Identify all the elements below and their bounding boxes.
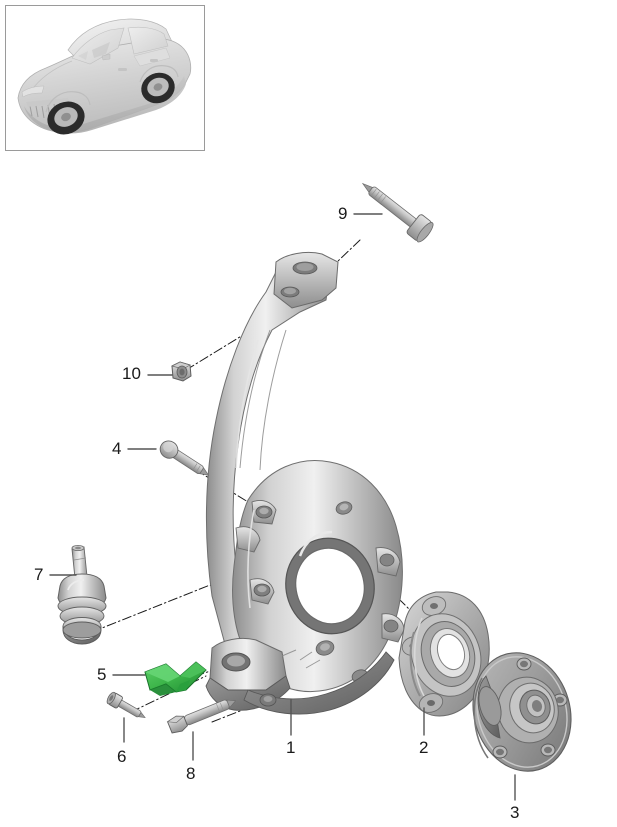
part-wheel-hub bbox=[472, 652, 572, 772]
callout-number-1: 1 bbox=[286, 738, 296, 757]
callout-number-2: 2 bbox=[419, 738, 429, 757]
label-leader-lines bbox=[49, 213, 516, 801]
vehicle-body bbox=[17, 18, 192, 135]
callout-number-5: 5 bbox=[97, 665, 107, 684]
part-bolt-lower bbox=[166, 699, 237, 734]
part-wheel-carrier bbox=[205, 251, 405, 715]
part-bolt-upper bbox=[159, 440, 210, 476]
part-sensor-bracket bbox=[144, 661, 207, 696]
part-screw-small bbox=[106, 691, 146, 719]
callout-number-3: 3 bbox=[510, 803, 520, 822]
callout-number-9: 9 bbox=[338, 204, 348, 223]
rear-wheel bbox=[141, 72, 175, 104]
vehicle-thumbnail-image bbox=[6, 6, 204, 150]
front-wheel bbox=[47, 101, 85, 135]
callout-number-7: 7 bbox=[34, 565, 44, 584]
callout-number-10: 10 bbox=[122, 364, 141, 383]
part-ball-joint bbox=[57, 545, 107, 645]
callout-number-8: 8 bbox=[186, 764, 196, 783]
vehicle-thumbnail bbox=[5, 5, 205, 151]
part-hex-nut bbox=[171, 361, 192, 382]
part-wheel-bearing bbox=[398, 591, 490, 717]
callout-number-4: 4 bbox=[112, 439, 122, 458]
callout-number-6: 6 bbox=[117, 747, 127, 766]
part-bolt-long bbox=[361, 182, 434, 243]
